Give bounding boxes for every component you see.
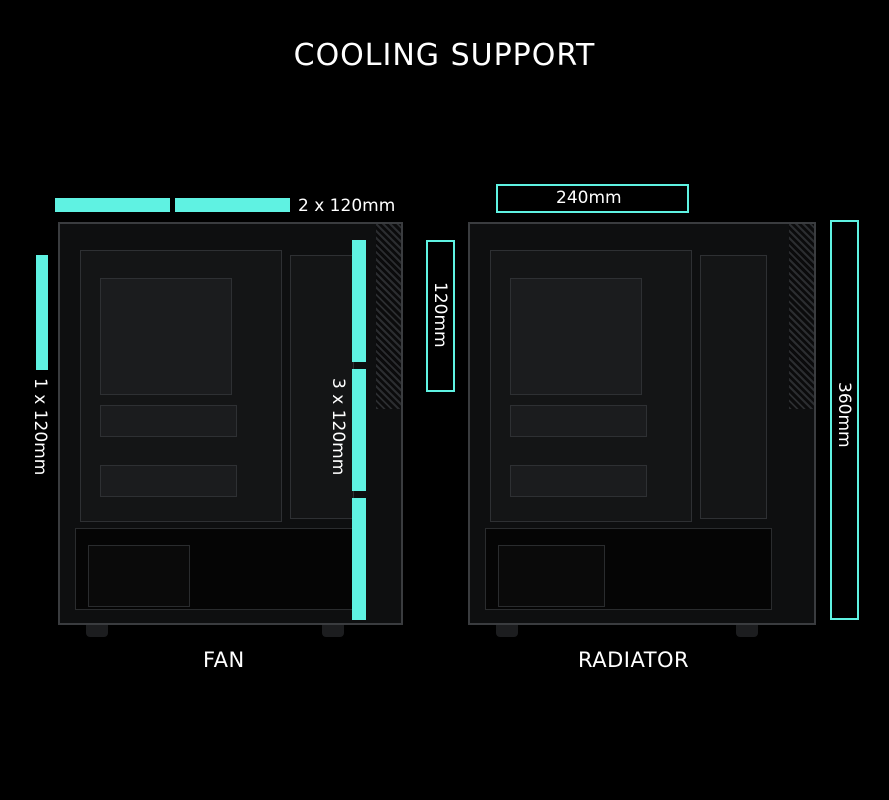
fan-cutout-slot [100, 405, 237, 437]
front-fan-bar-3 [352, 498, 366, 620]
fan-case-front-mesh [376, 224, 401, 409]
radiator-case-foot-right [736, 625, 758, 637]
fan-case-foot-right [322, 625, 344, 637]
radiator-cutout-ports [510, 465, 647, 497]
rear-fan-bar [36, 255, 48, 370]
radiator-cutout-main [510, 278, 642, 395]
front-radiator-label: 360mm [834, 382, 854, 448]
rear-radiator-outline [426, 240, 455, 392]
rear-fan-label: 1 x 120mm [30, 378, 50, 476]
top-fan-bar-2 [175, 198, 290, 212]
radiator-caption: RADIATOR [578, 648, 690, 672]
fan-cutout-ports [100, 465, 237, 497]
radiator-psu-window [498, 545, 605, 607]
fan-cutout-main [100, 278, 232, 395]
top-fan-bar-1 [55, 198, 170, 212]
fan-psu-window [88, 545, 190, 607]
radiator-case-foot-left [496, 625, 518, 637]
radiator-cutout-slot [510, 405, 647, 437]
fan-caption: FAN [203, 648, 245, 672]
front-fan-bar-1 [352, 240, 366, 362]
front-radiator-outline [830, 220, 859, 620]
radiator-case-front-mesh [789, 224, 814, 409]
rear-radiator-label: 120mm [430, 282, 450, 348]
top-radiator-label: 240mm [556, 188, 622, 208]
fan-case-foot-left [86, 625, 108, 637]
page-title: COOLING SUPPORT [293, 38, 596, 73]
radiator-drive-cage [700, 255, 767, 519]
front-fan-bar-2 [352, 369, 366, 491]
top-radiator-outline [496, 184, 689, 213]
front-fan-label: 3 x 120mm [328, 378, 348, 476]
top-fan-label: 2 x 120mm [298, 196, 396, 216]
